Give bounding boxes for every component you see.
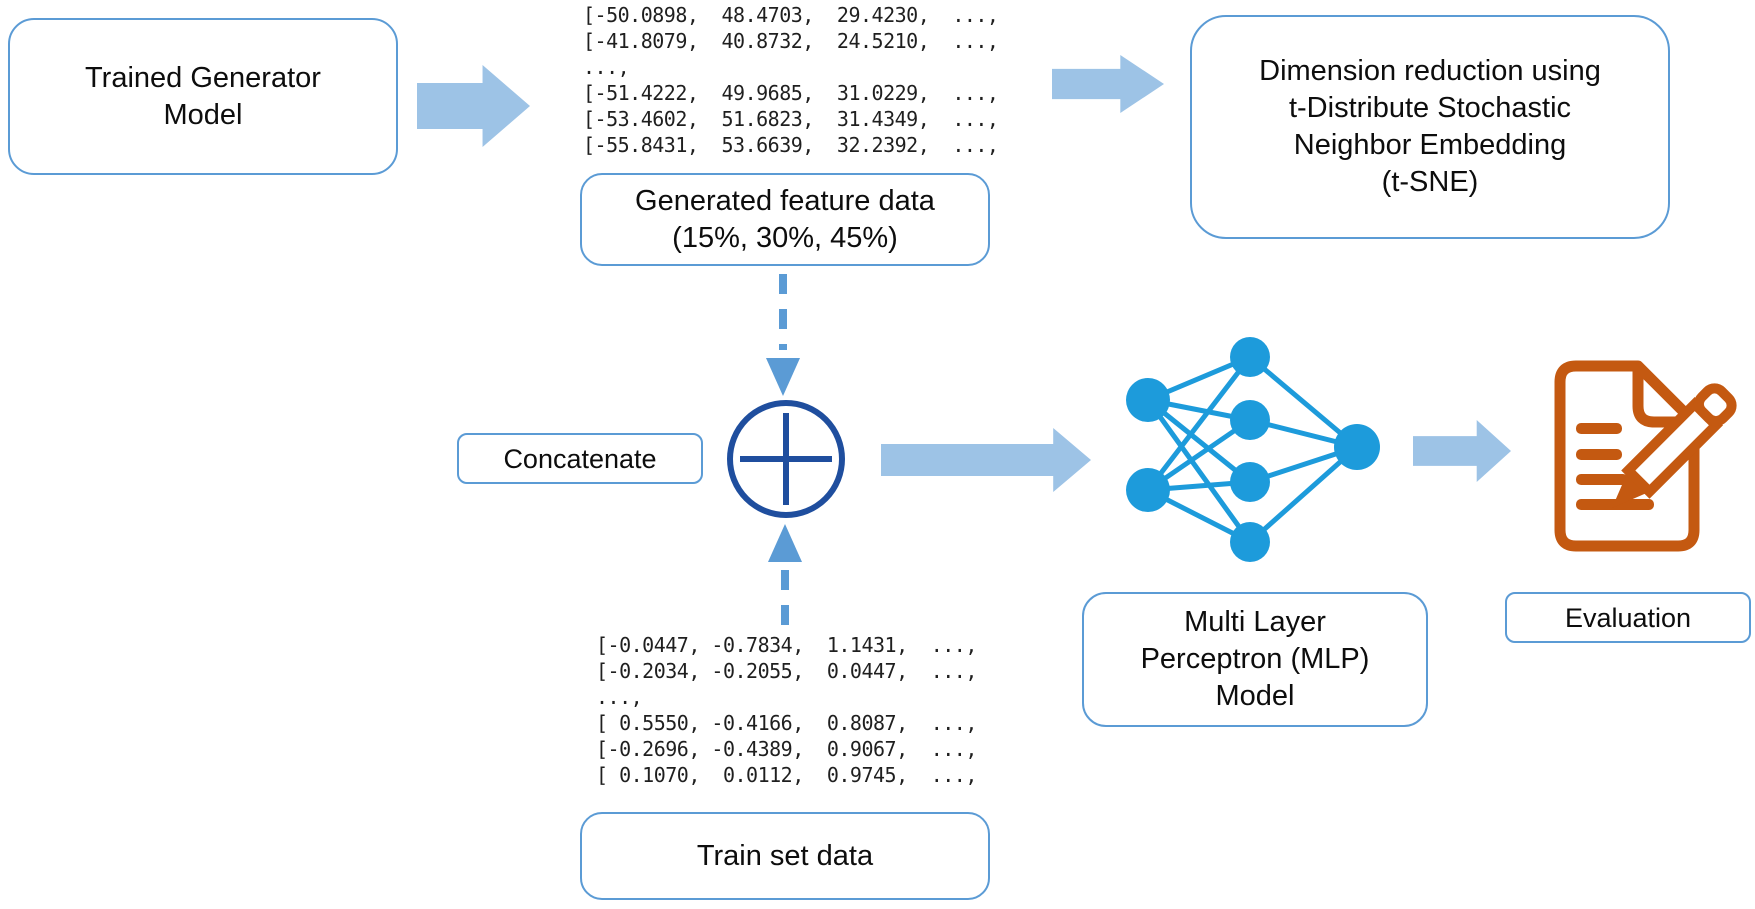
tsne-dimension-reduction-box: Dimension reduction using t-Distribute S… bbox=[1190, 15, 1670, 239]
block-arrow-right-icon-generator-to-matrix bbox=[417, 65, 530, 147]
train-set-matrix-text: [-0.0447, -0.7834, 1.1431, ..., [-0.2034… bbox=[596, 633, 977, 787]
block-arrow-right-icon-concat-to-mlp bbox=[881, 428, 1091, 492]
plus-circle-icon bbox=[727, 400, 845, 518]
trained-generator-model-box: Trained Generator Model bbox=[8, 18, 398, 175]
concatenate-label-box: Concatenate bbox=[457, 433, 703, 484]
dashed-arrow-up-icon bbox=[768, 524, 802, 632]
generated-feature-data-box: Generated feature data (15%, 30%, 45%) bbox=[580, 173, 990, 266]
mlp-model-box: Multi Layer Perceptron (MLP) Model bbox=[1082, 592, 1428, 727]
document-pencil-icon bbox=[1554, 360, 1737, 552]
evaluation-label-box: Evaluation bbox=[1505, 592, 1751, 643]
train-set-data-box: Train set data bbox=[580, 812, 990, 900]
block-arrow-right-icon-mlp-to-evaluation bbox=[1413, 420, 1511, 482]
neural-network-icon bbox=[1126, 337, 1380, 562]
generated-feature-matrix-text: [-50.0898, 48.4703, 29.4230, ..., [-41.8… bbox=[583, 3, 999, 157]
dashed-arrow-down-icon bbox=[766, 274, 800, 396]
block-arrow-right-icon-matrix-to-tsne bbox=[1052, 55, 1164, 113]
